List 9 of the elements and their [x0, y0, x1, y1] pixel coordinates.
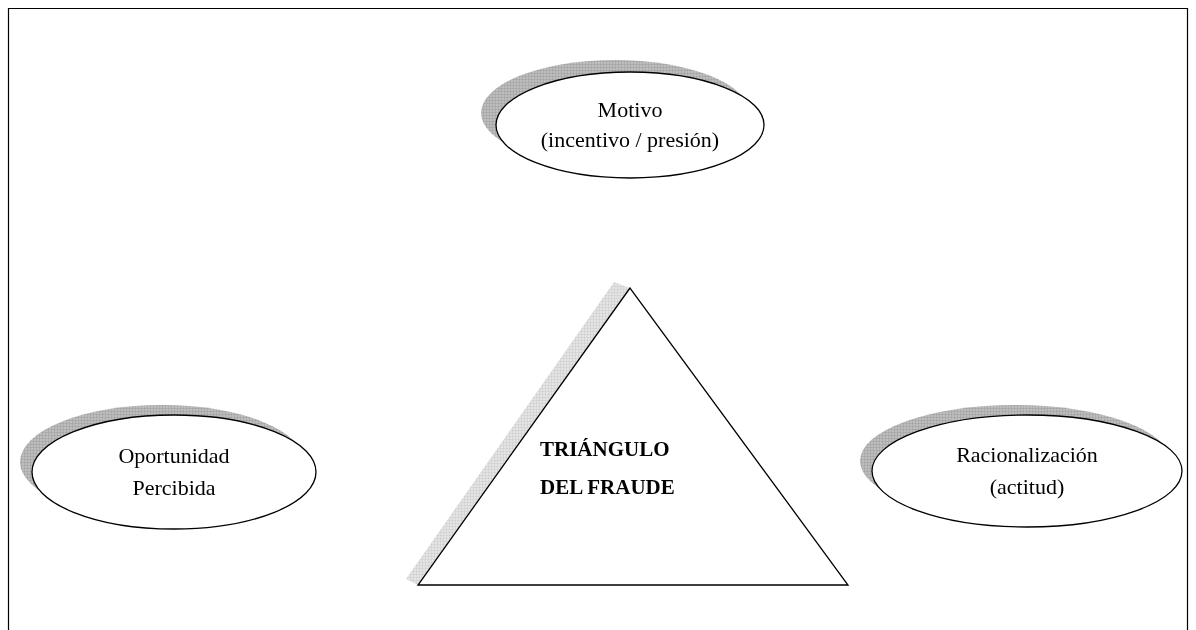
node-label: Racionalización	[956, 442, 1098, 469]
node-label: (actitud)	[989, 473, 1065, 500]
node-label: (incentivo / presión)	[540, 126, 720, 153]
node-label: Percibida	[132, 475, 216, 501]
node-label: Motivo	[597, 97, 663, 124]
node-label: Oportunidad	[118, 443, 230, 469]
ellipse-node	[18, 402, 318, 531]
ellipse-node	[858, 402, 1184, 529]
node-label: TRIÁNGULO DEL FRAUDE	[540, 437, 675, 499]
